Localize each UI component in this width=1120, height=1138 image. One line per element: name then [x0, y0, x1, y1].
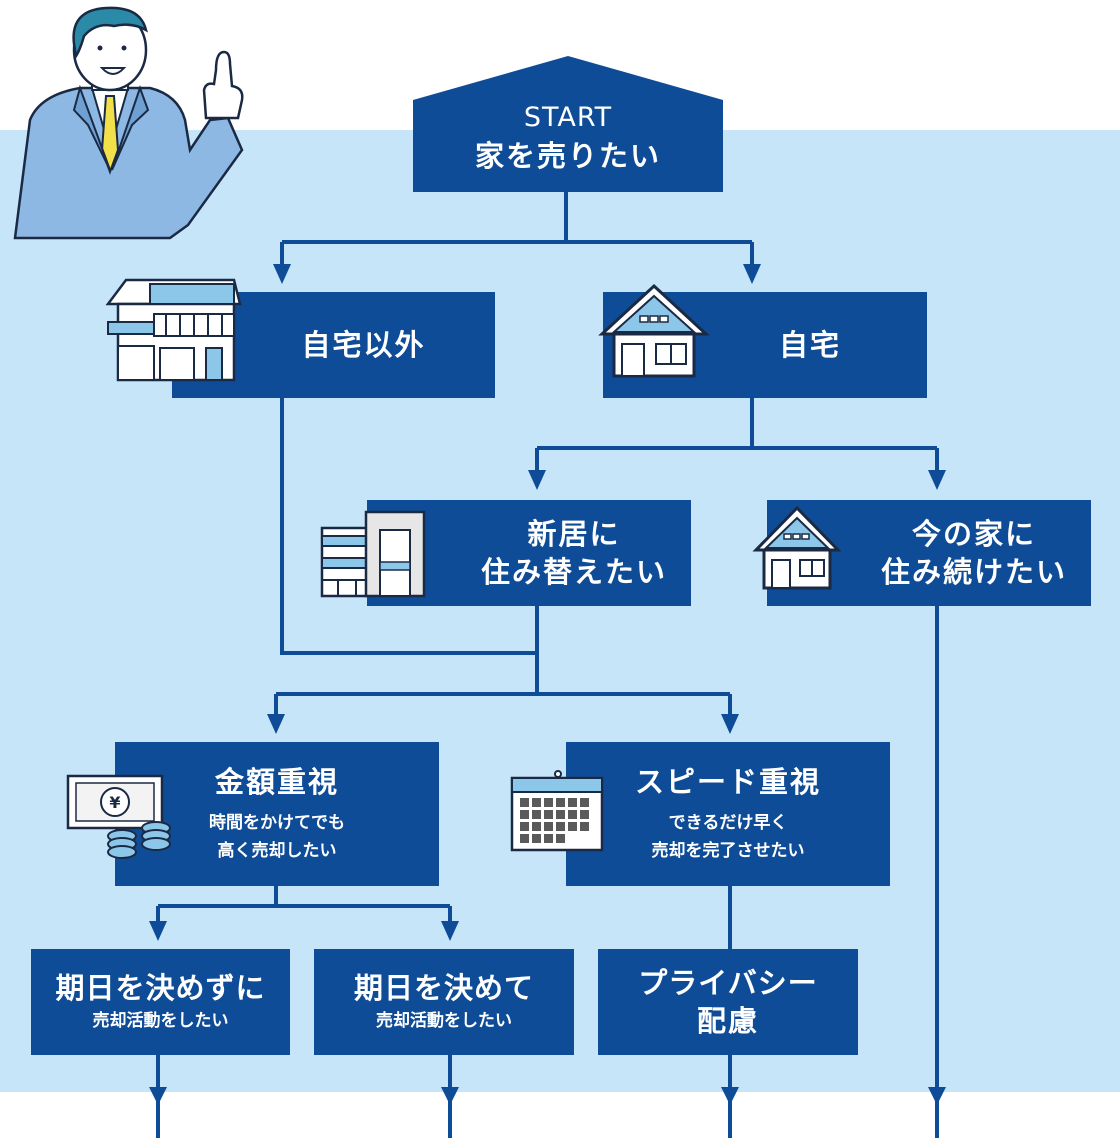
node-price-priority: 金額重視 時間をかけてでも 高く売却したい: [115, 742, 439, 886]
house-icon-stay: [752, 505, 842, 590]
node-money-title: 金額重視: [214, 765, 339, 799]
node-no-deadline: 期日を決めずに 売却活動をしたい: [31, 949, 290, 1055]
house-icon: [598, 283, 710, 378]
start-node: START 家を売りたい: [413, 88, 723, 188]
node-date-sub: 売却活動をしたい: [376, 1011, 512, 1031]
node-speed-title: スピード重視: [634, 765, 821, 799]
calendar-icon: [510, 770, 604, 852]
node-with-deadline: 期日を決めて 売却活動をしたい: [314, 949, 574, 1055]
node-stay-line1: 今の家に: [911, 517, 1036, 551]
apartment-building-icon: [320, 510, 426, 598]
node-nodate-sub: 売却活動をしたい: [92, 1011, 229, 1031]
node-date-title: 期日を決めて: [353, 971, 534, 1005]
yen-banknote-and-coins-icon: ¥: [66, 774, 171, 859]
node-money-text: 金額重視 時間をかけてでも 高く売却したい: [209, 763, 345, 865]
node-move-line1: 新居に: [527, 517, 621, 551]
start-title: 家を売りたい: [474, 139, 661, 173]
start-label: START: [523, 102, 613, 133]
node-stay-line2: 住み続けたい: [880, 555, 1067, 589]
node-home-title: 自宅: [778, 328, 841, 362]
two-story-house-icon: [105, 278, 242, 382]
node-speed-sub2: 売却を完了させたい: [651, 841, 805, 861]
svg-text:¥: ¥: [109, 793, 120, 812]
node-speed-priority: スピード重視 できるだけ早く 売却を完了させたい: [566, 742, 890, 886]
node-speed-sub1: できるだけ早く: [668, 813, 788, 833]
node-money-sub2: 高く売却したい: [217, 841, 337, 861]
businessman-pointing-illustration: [13, 6, 244, 240]
node-move-line2: 住み替えたい: [480, 555, 667, 589]
node-other-title: 自宅以外: [301, 328, 426, 362]
node-privacy-line2: 配慮: [696, 1004, 759, 1038]
start-node-shape: [413, 56, 723, 192]
node-nodate-title: 期日を決めずに: [55, 971, 266, 1005]
node-money-sub1: 時間をかけてでも: [209, 813, 345, 833]
node-privacy: プライバシー 配慮: [598, 949, 858, 1055]
node-privacy-line1: プライバシー: [638, 966, 818, 1000]
